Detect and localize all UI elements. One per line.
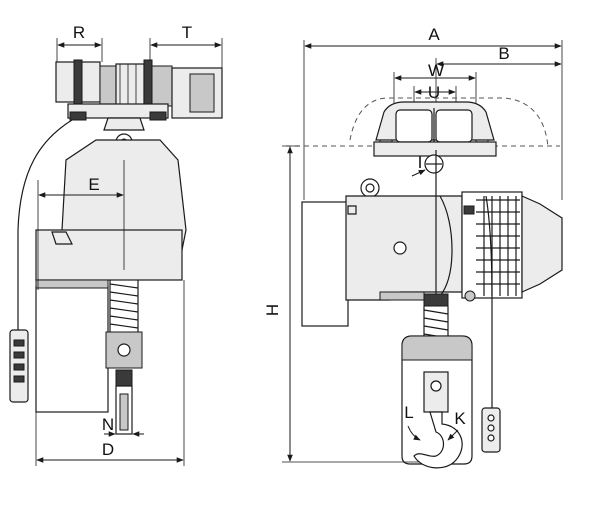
- label-h: H: [263, 304, 282, 316]
- dimension-h: H: [263, 145, 420, 463]
- dimension-b: B: [435, 44, 562, 110]
- label-a: A: [428, 25, 440, 44]
- motor-front: [461, 191, 563, 302]
- dimension-l: L: [404, 403, 421, 441]
- chain-spring-side: [105, 280, 143, 435]
- label-n: N: [102, 415, 114, 434]
- dimension-d: D: [35, 280, 185, 466]
- label-r: R: [73, 23, 85, 42]
- dimension-n: N: [102, 415, 144, 437]
- pendant-right: [481, 407, 501, 453]
- dimension-i: I: [411, 153, 426, 177]
- hook-block-front: [401, 335, 473, 469]
- hoist-body-front: [301, 150, 463, 327]
- label-w: W: [428, 61, 444, 80]
- dimension-a: A: [303, 25, 563, 200]
- label-e: E: [88, 175, 99, 194]
- hoist-body-side: [35, 139, 187, 413]
- trolley-assembly: [55, 59, 223, 151]
- dimension-w: W: [393, 61, 477, 108]
- label-k: K: [454, 409, 466, 428]
- dimension-t: T: [149, 23, 223, 68]
- label-d: D: [102, 440, 114, 459]
- label-u: U: [428, 83, 440, 102]
- beam-outline: [349, 97, 549, 149]
- side-view: R T: [9, 23, 223, 466]
- label-i: I: [418, 153, 423, 172]
- trolley-front: [373, 101, 497, 174]
- label-b: B: [498, 44, 509, 63]
- front-view: A B W U: [263, 25, 563, 469]
- label-t: T: [182, 23, 192, 42]
- label-l: L: [404, 403, 413, 422]
- dimension-k: K: [447, 409, 466, 441]
- dimension-r: R: [56, 23, 103, 62]
- dimension-e: E: [37, 175, 124, 290]
- pendant-cable-left: [17, 119, 73, 330]
- pendant-cable-right: [485, 195, 493, 410]
- pendant-left: [9, 329, 29, 403]
